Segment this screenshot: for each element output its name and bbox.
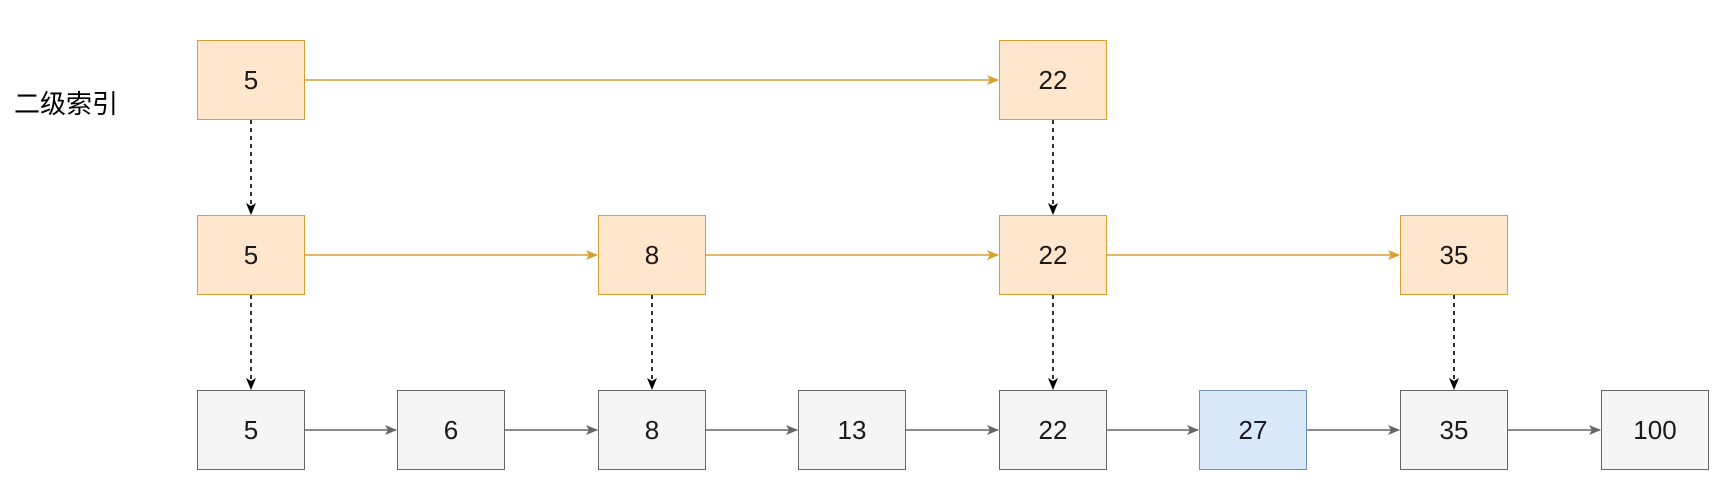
level-1-node-5: 5 (197, 215, 305, 295)
base-node-13: 13 (798, 390, 906, 470)
base-node-22: 22 (999, 390, 1107, 470)
base-node-100: 100 (1601, 390, 1709, 470)
base-node-6: 6 (397, 390, 505, 470)
level-1-node-8: 8 (598, 215, 706, 295)
base-node-35: 35 (1400, 390, 1508, 470)
base-node-8: 8 (598, 390, 706, 470)
base-node-27: 27 (1199, 390, 1307, 470)
level-1-node-22: 22 (999, 215, 1107, 295)
base-node-5: 5 (197, 390, 305, 470)
level-2-node-5: 5 (197, 40, 305, 120)
secondary-index-label: 二级索引 (14, 90, 119, 120)
level-1-node-35: 35 (1400, 215, 1508, 295)
level-2-node-22: 22 (999, 40, 1107, 120)
